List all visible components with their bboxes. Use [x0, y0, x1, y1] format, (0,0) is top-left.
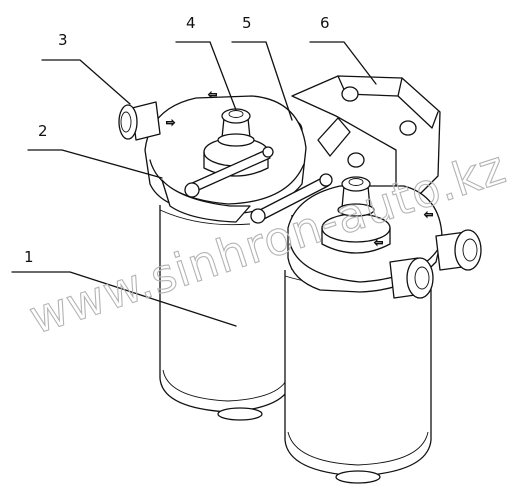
callout-2: 2 [38, 122, 48, 140]
callout-3: 3 [58, 31, 68, 49]
right-bleed-bolt [337, 176, 375, 217]
connecting-stud [184, 146, 333, 224]
right-filter-canister [284, 270, 432, 484]
left-bleed-bolt [217, 108, 255, 147]
left-filter-head: ⇦ ⇨ [144, 88, 307, 223]
callout-4: 4 [186, 14, 196, 32]
svg-text:⇦: ⇦ [374, 236, 383, 249]
left-filter-canister [159, 205, 293, 421]
svg-text:⇨: ⇨ [166, 116, 175, 129]
outlet-fitting-lower [389, 257, 434, 299]
outlet-fitting-right [435, 229, 482, 271]
callout-6: 6 [320, 14, 330, 32]
callout-1: 1 [24, 248, 34, 266]
leader-lines [11, 41, 377, 327]
svg-text:⇦: ⇦ [424, 208, 433, 221]
callout-5: 5 [242, 14, 252, 32]
inlet-fitting-left [118, 101, 161, 141]
svg-text:⇦: ⇦ [208, 88, 217, 101]
